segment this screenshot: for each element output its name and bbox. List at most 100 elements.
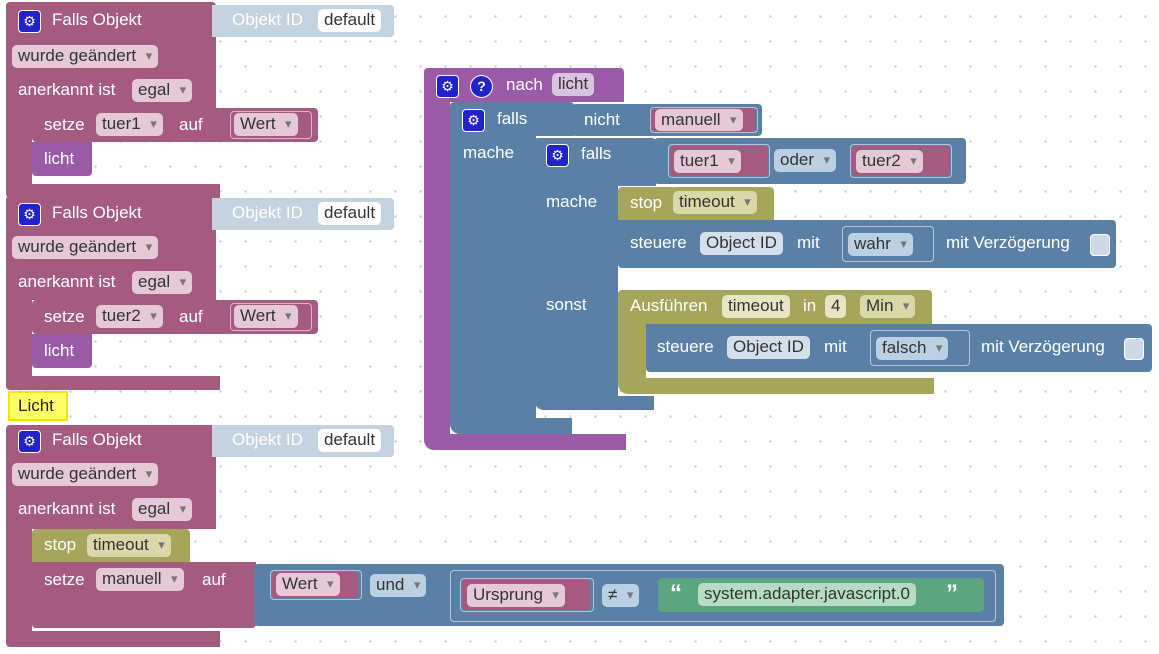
- wert-dropdown[interactable]: Wert: [276, 573, 340, 596]
- object-id-field[interactable]: Object ID: [727, 336, 810, 359]
- objid-label: Objekt ID: [232, 10, 303, 29]
- string-block[interactable]: “ system.adapter.javascript.0 ”: [658, 578, 984, 612]
- set-label: setze: [44, 570, 85, 589]
- steuere-label: steuere: [630, 233, 687, 252]
- stop-label: stop: [630, 193, 663, 212]
- or-block[interactable]: tuer1 oder tuer2: [654, 138, 966, 184]
- false-dropdown[interactable]: falsch: [876, 337, 949, 360]
- delay-number-field[interactable]: 4: [825, 295, 847, 318]
- function-name[interactable]: licht: [552, 73, 595, 96]
- tuer1-dropdown[interactable]: tuer1: [674, 150, 741, 173]
- trigger-dropdown[interactable]: wurde geändert: [12, 463, 159, 486]
- event-block-1[interactable]: ⚙ Falls Objekt wurde geändert anerkannt …: [6, 2, 220, 198]
- gear-icon[interactable]: ⚙: [18, 430, 41, 453]
- set-var-dropdown[interactable]: manuell: [96, 568, 184, 591]
- operator-dropdown[interactable]: ≠: [602, 584, 640, 607]
- control-true-block[interactable]: steuere Object ID mit wahr mit Verzögeru…: [618, 220, 1116, 268]
- timeout-name-field[interactable]: timeout: [722, 295, 790, 318]
- manuell-dropdown[interactable]: manuell: [655, 109, 743, 131]
- comment-label[interactable]: Licht: [8, 391, 68, 421]
- mache-label: mache: [546, 192, 598, 211]
- tuer1-var-block[interactable]: tuer1: [670, 146, 768, 176]
- ursprung-dropdown[interactable]: Ursprung: [467, 584, 565, 607]
- objid-value[interactable]: default: [318, 9, 382, 32]
- gear-icon[interactable]: ⚙: [546, 144, 569, 167]
- unit-dropdown[interactable]: Min: [860, 295, 916, 318]
- trigger-dropdown[interactable]: wurde geändert: [12, 45, 159, 68]
- call-label: licht: [44, 341, 75, 360]
- objid-label: Objekt ID: [232, 430, 303, 449]
- event-title: Falls Objekt: [52, 203, 142, 222]
- ack-label: anerkannt ist: [18, 80, 116, 99]
- tuer2-dropdown[interactable]: tuer2: [856, 150, 923, 173]
- trigger-dropdown[interactable]: wurde geändert: [12, 236, 159, 259]
- call-licht-1[interactable]: licht: [32, 142, 92, 176]
- quote-close-icon: ”: [946, 580, 958, 607]
- help-icon[interactable]: ?: [470, 75, 493, 98]
- set-block-2[interactable]: setze tuer2 auf Wert: [32, 300, 318, 334]
- compare-block[interactable]: Ursprung ≠ “ system.adapter.javascript.0…: [454, 572, 992, 618]
- stop-timeout-block-2[interactable]: stop timeout: [618, 187, 774, 220]
- mache-label: mache: [463, 143, 515, 162]
- objid-value[interactable]: default: [318, 202, 382, 225]
- set-manuell-block[interactable]: setze manuell auf: [32, 562, 256, 628]
- delay-checkbox[interactable]: [1124, 338, 1144, 360]
- event-block-2[interactable]: ⚙ Falls Objekt wurde geändert anerkannt …: [6, 196, 220, 390]
- nach-label: nach: [506, 75, 543, 94]
- steuere-label: steuere: [657, 337, 714, 356]
- gear-icon[interactable]: ⚙: [436, 75, 459, 98]
- if-else-outer-block[interactable]: ⚙ falls mache: [450, 102, 574, 434]
- true-dropdown[interactable]: wahr: [848, 233, 913, 256]
- control-false-block[interactable]: steuere Object ID mit falsch mit Verzöge…: [646, 324, 1152, 372]
- ursprung-block[interactable]: Ursprung: [462, 580, 590, 610]
- delay-label: mit Verzögerung: [946, 233, 1070, 252]
- object-id-field[interactable]: Object ID: [700, 232, 783, 255]
- gear-icon[interactable]: ⚙: [18, 10, 41, 33]
- set-label: setze: [44, 115, 85, 134]
- not-block[interactable]: nicht manuell: [572, 104, 762, 136]
- set-var-dropdown[interactable]: tuer2: [96, 305, 163, 328]
- execute-label: Ausführen: [630, 296, 708, 315]
- ack-dropdown[interactable]: egal: [132, 498, 193, 521]
- set-var-dropdown[interactable]: tuer1: [96, 113, 163, 136]
- value-dropdown[interactable]: Wert: [234, 305, 298, 328]
- ack-dropdown[interactable]: egal: [132, 79, 193, 102]
- falls-label: falls: [497, 109, 528, 128]
- mit-label: mit: [797, 233, 820, 252]
- ack-dropdown[interactable]: egal: [132, 271, 193, 294]
- delay-checkbox[interactable]: [1090, 234, 1110, 256]
- objid-input-2[interactable]: Objekt ID default: [212, 198, 394, 230]
- call-label: licht: [44, 149, 75, 168]
- function-licht-block[interactable]: ⚙ ? nach licht: [424, 68, 626, 452]
- set-label: setze: [44, 307, 85, 326]
- value-dropdown[interactable]: Wert: [234, 113, 298, 136]
- objid-value[interactable]: default: [318, 429, 382, 452]
- objid-input-1[interactable]: Objekt ID default: [212, 5, 394, 37]
- timeout-dropdown[interactable]: timeout: [87, 534, 171, 557]
- mit-label: mit: [824, 337, 847, 356]
- objid-input-3[interactable]: Objekt ID default: [212, 425, 394, 457]
- und-block[interactable]: Wert und Ursprung ≠ “ system.adapter.jav…: [254, 564, 1004, 626]
- stop-timeout-block-1[interactable]: stop timeout: [32, 529, 190, 562]
- gear-icon[interactable]: ⚙: [462, 109, 485, 132]
- in-label: in: [803, 296, 817, 315]
- objid-label: Objekt ID: [232, 203, 303, 222]
- gear-icon[interactable]: ⚙: [18, 203, 41, 226]
- delay-label: mit Verzögerung: [981, 337, 1105, 356]
- falls-label: falls: [581, 144, 612, 163]
- manuell-var-block[interactable]: manuell: [652, 108, 756, 132]
- and-dropdown[interactable]: und: [370, 574, 427, 597]
- timeout-dropdown[interactable]: timeout: [673, 191, 757, 214]
- set-to-label: auf: [202, 570, 226, 589]
- or-dropdown[interactable]: oder: [774, 149, 837, 172]
- set-block-1[interactable]: setze tuer1 auf Wert: [32, 108, 318, 142]
- call-licht-2[interactable]: licht: [32, 334, 92, 368]
- tuer2-var-block[interactable]: tuer2: [852, 146, 950, 176]
- stop-label: stop: [44, 535, 77, 554]
- timeout-block[interactable]: Ausführen timeout in 4 Min: [618, 290, 934, 394]
- wert-value-block[interactable]: Wert: [272, 572, 358, 598]
- event-block-3[interactable]: ⚙ Falls Objekt wurde geändert anerkannt …: [6, 425, 220, 647]
- string-value[interactable]: system.adapter.javascript.0: [698, 583, 916, 606]
- quote-open-icon: “: [670, 580, 682, 607]
- if-else-inner-block[interactable]: ⚙ falls mache sonst: [534, 138, 656, 410]
